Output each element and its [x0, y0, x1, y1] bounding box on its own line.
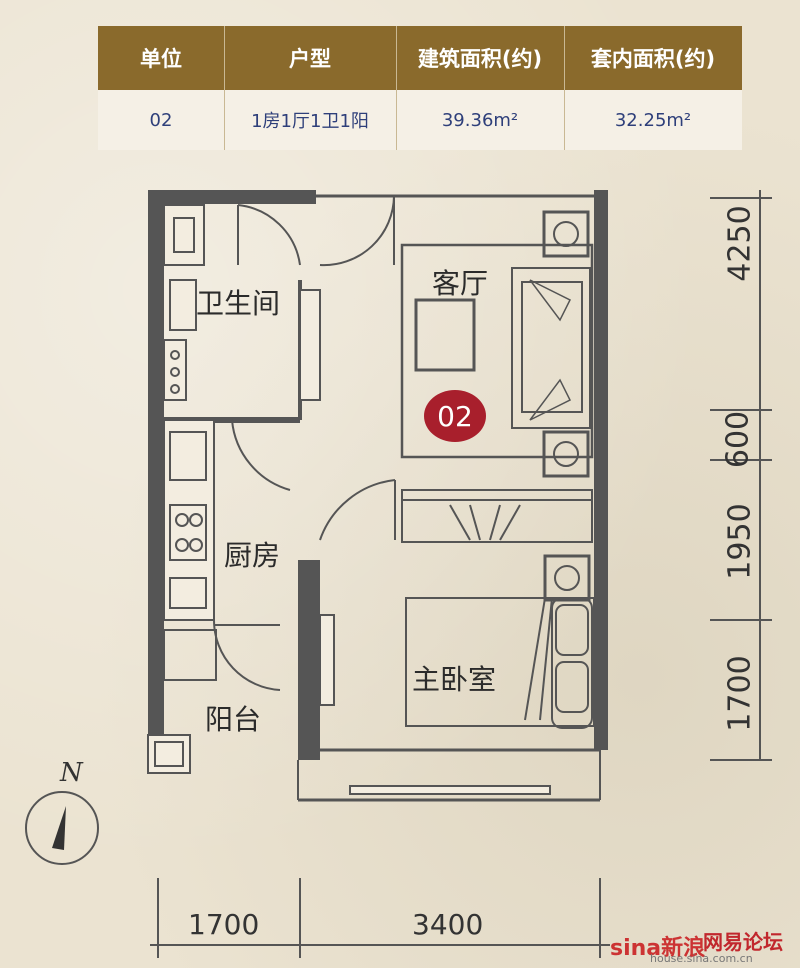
dimension-right-4: 1700	[722, 655, 758, 732]
sina-watermark: sina新浪	[610, 936, 706, 961]
room-label-balcony: 阳台	[205, 703, 262, 736]
west-wall	[148, 190, 164, 765]
cell-gross-area: 39.36m²	[441, 109, 519, 131]
cell-net-area: 32.25m²	[614, 109, 692, 131]
bedroom-west-wall	[298, 560, 320, 760]
dimension-right-3: 1950	[722, 503, 758, 580]
north-wall-left	[148, 190, 316, 204]
url-watermark: house.sina.com.cn	[650, 952, 753, 965]
room-label-bathroom: 卫生间	[196, 287, 281, 320]
header-gross-area: 建筑面积(约)	[417, 47, 543, 71]
north-arrow-label: N	[60, 758, 83, 788]
cell-unit: 02	[149, 109, 173, 131]
dimension-bottom-1: 1700	[188, 908, 260, 941]
dimension-bottom-2: 3400	[412, 908, 484, 941]
east-wall	[594, 190, 608, 750]
spec-table-row: 02 1房1厅1卫1阳 39.36m² 32.25m²	[98, 90, 742, 150]
spec-table-header: 单位 户型 建筑面积(约) 套内面积(约)	[98, 26, 742, 90]
room-label-master-bedroom: 主卧室	[412, 663, 497, 696]
dimension-right-1: 4250	[722, 205, 758, 282]
unit-number-badge: 02	[424, 390, 486, 442]
cell-type: 1房1厅1卫1阳	[251, 111, 369, 132]
header-type: 户型	[289, 47, 331, 71]
header-net-area: 套内面积(约)	[590, 47, 716, 71]
table-divider	[224, 26, 225, 150]
dimension-right-2: 600	[720, 410, 756, 469]
header-unit: 单位	[140, 47, 182, 71]
netease-watermark: 网易论坛	[703, 930, 783, 954]
table-divider	[564, 26, 565, 150]
table-divider	[396, 26, 397, 150]
room-label-kitchen: 厨房	[224, 539, 281, 572]
room-label-living-room: 客厅	[432, 267, 489, 300]
spec-table: 单位 户型 建筑面积(约) 套内面积(约) 02 1房1厅1卫1阳 39.36m…	[98, 26, 742, 150]
